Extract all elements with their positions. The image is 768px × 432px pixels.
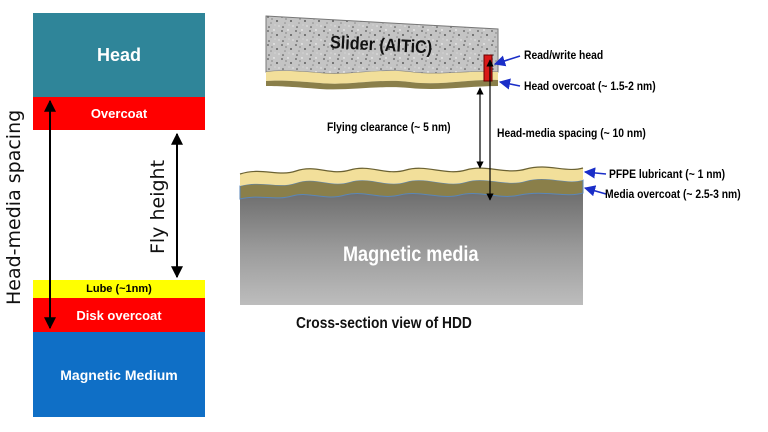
read-write-head-label: Read/write head	[524, 48, 604, 62]
slider-overcoat-layer	[266, 70, 498, 84]
head-layer: Head	[33, 13, 205, 97]
magnetic-medium-layer: Magnetic Medium	[33, 332, 205, 417]
head-overcoat-pointer	[498, 78, 521, 90]
magnetic-media-label: Magnetic media	[343, 243, 479, 266]
read-write-head-element	[483, 54, 493, 82]
lube-layer: Lube (~1nm)	[33, 280, 205, 298]
read-write-head-pointer	[493, 55, 521, 67]
magnetic-media-body	[240, 193, 583, 305]
head-label: Head	[96, 44, 141, 65]
slider-overcoat-dark	[266, 79, 498, 90]
disk-overcoat-label: Disk overcoat	[76, 307, 162, 323]
media-overcoat-pointer	[583, 185, 607, 197]
pfpe-lubricant-label: PFPE lubricant (~ 1 nm)	[609, 167, 726, 181]
disk-overcoat-layer: Disk overcoat	[33, 298, 205, 332]
lubricant-top-edge	[239, 166, 584, 175]
flying-clearance-label: Flying clearance (~ 5 nm)	[327, 120, 451, 134]
media-overcoat-label: Media overcoat (~ 2.5-3 nm)	[605, 187, 741, 201]
overcoat-label: Overcoat	[90, 106, 148, 121]
pfpe-lubricant-pointer	[583, 167, 607, 179]
magnetic-medium-label: Magnetic Medium	[60, 366, 178, 383]
pfpe-lubricant-layer	[240, 167, 583, 186]
cross-section-caption: Cross-section view of HDD	[296, 315, 472, 332]
head-overcoat-label: Head overcoat (~ 1.5-2 nm)	[524, 79, 656, 93]
head-media-spacing-label-right: Head-media spacing (~ 10 nm)	[497, 126, 646, 140]
lube-label: Lube (~1nm)	[86, 283, 152, 295]
overcoat-layer: Overcoat	[33, 97, 205, 130]
